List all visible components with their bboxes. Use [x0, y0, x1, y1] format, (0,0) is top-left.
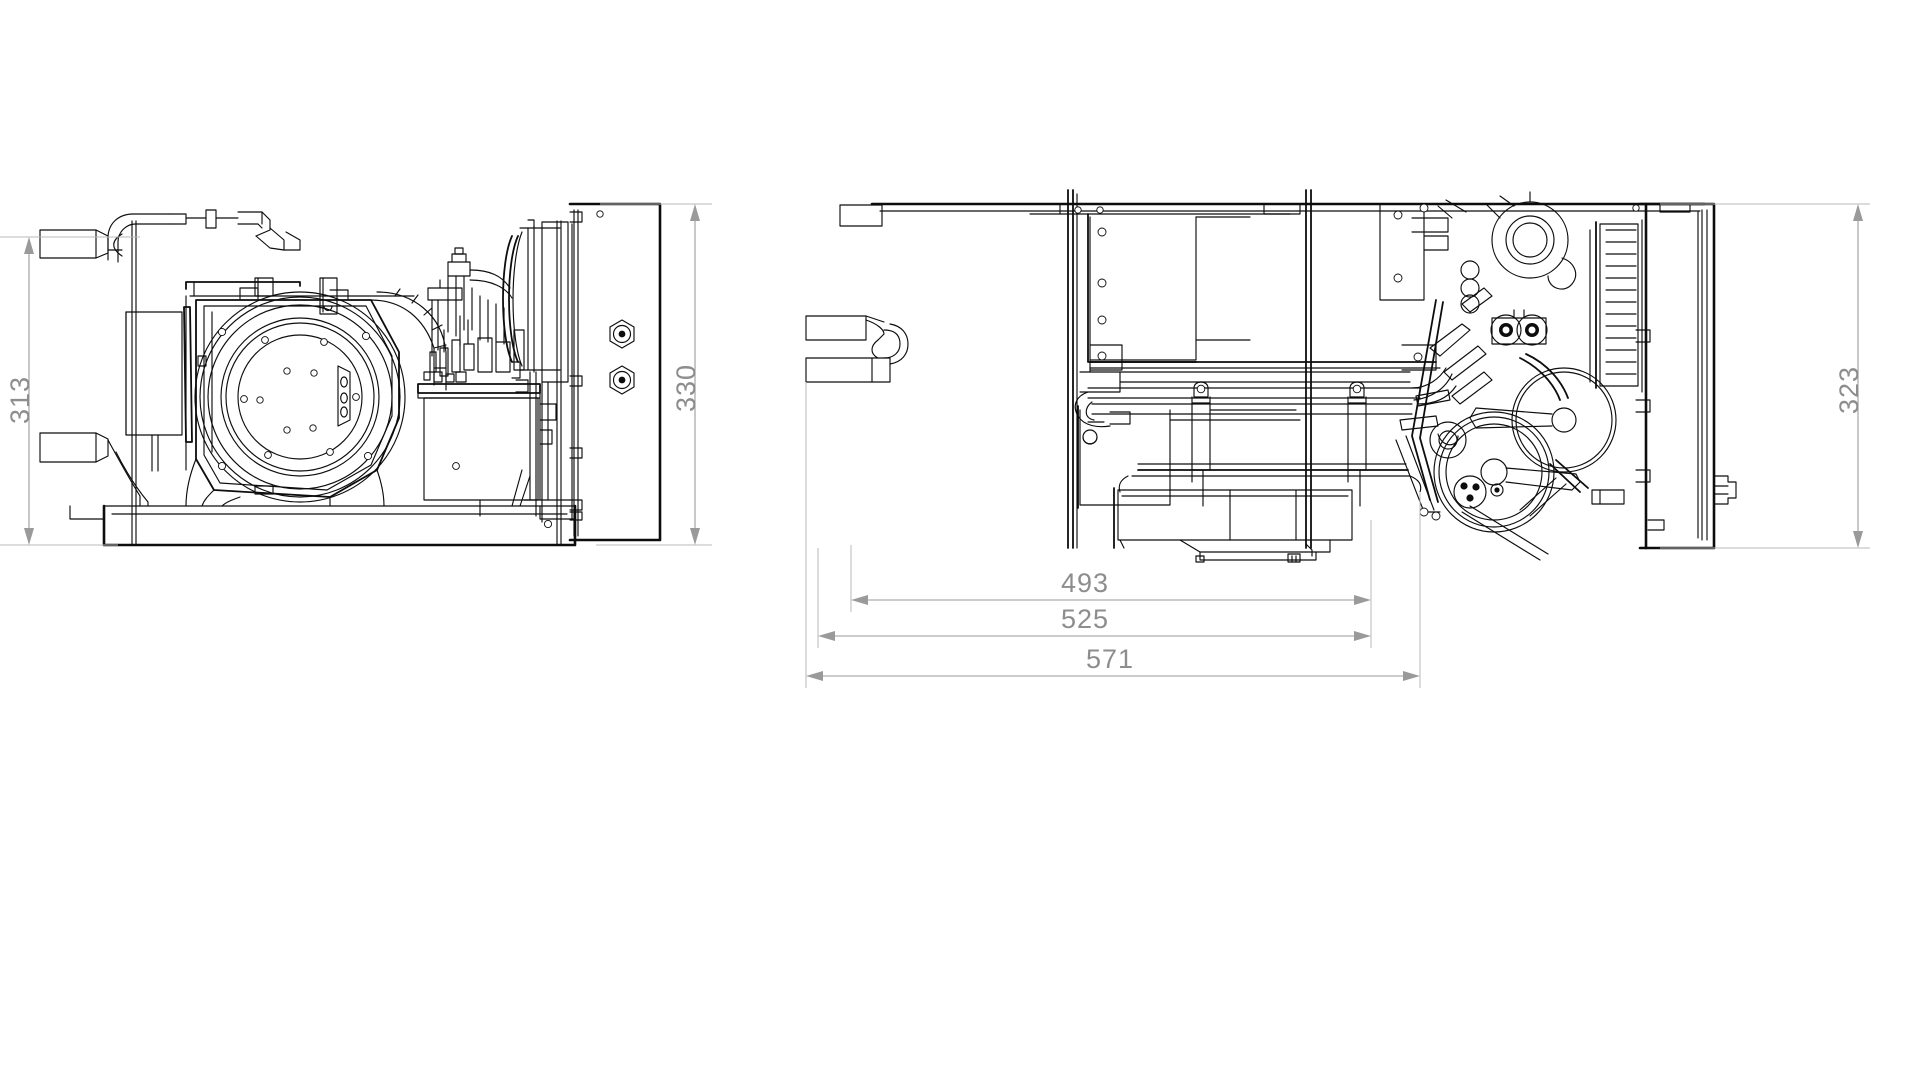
dimension-label-330: 330: [671, 364, 701, 412]
grille-fins: [1605, 229, 1637, 375]
left-view-main-housing: [185, 281, 415, 503]
right-view-strap-post-left: [1191, 381, 1211, 507]
left-view-hex-bolt-upper: [609, 319, 635, 349]
right-view-bottom-tank: [1077, 405, 1353, 563]
right-view-dimension-571: 571: [805, 382, 1421, 688]
left-view-geometry: [39, 202, 662, 547]
right-view-engine-assembly: [1379, 191, 1617, 561]
right-view-top-cover: [870, 202, 1706, 215]
left-view-lower-curves: [107, 439, 531, 507]
right-view-geometry: [805, 189, 1737, 563]
right-view-strap-post-right: [1347, 381, 1367, 507]
right-view-dimension-525: 525: [817, 548, 1372, 648]
dimension-label-525: 525: [1061, 604, 1109, 634]
left-view-junction-box: [125, 306, 193, 472]
right-view-dimension-323: 323: [1660, 203, 1870, 549]
dimension-label-493: 493: [1061, 568, 1109, 598]
left-view-lift-brackets: [254, 277, 338, 315]
left-view-dimension-313: 313: [0, 236, 140, 546]
left-view-tank-block: [417, 361, 557, 517]
left-view-datum-rods: [131, 220, 562, 546]
right-view-support-shelf: [1118, 463, 1422, 493]
right-view-datum-rods: [1067, 189, 1312, 549]
left-view-inlet-piping: [107, 209, 301, 263]
left-view-hex-bolt-lower: [609, 365, 635, 395]
right-view-right-enclosure: [1591, 202, 1737, 550]
right-view-dimension-493: 493: [850, 520, 1372, 612]
dimension-label-323: 323: [1834, 366, 1864, 414]
left-view-dimension-330: 330: [596, 203, 712, 546]
left-view-upper-curved-duct: [370, 288, 447, 391]
left-view-belt-region: [502, 219, 561, 373]
right-view-tube-bundle: [1074, 367, 1457, 445]
right-view-cooler-panel: [1087, 213, 1441, 373]
dimension-label-571: 571: [1086, 644, 1134, 674]
left-view-base-frame: [39, 229, 577, 547]
left-view-valve-cluster: [423, 247, 525, 383]
dimension-label-313: 313: [5, 376, 35, 424]
right-view-left-ports: [805, 204, 909, 383]
right-view-grille-panel: [1589, 219, 1643, 393]
